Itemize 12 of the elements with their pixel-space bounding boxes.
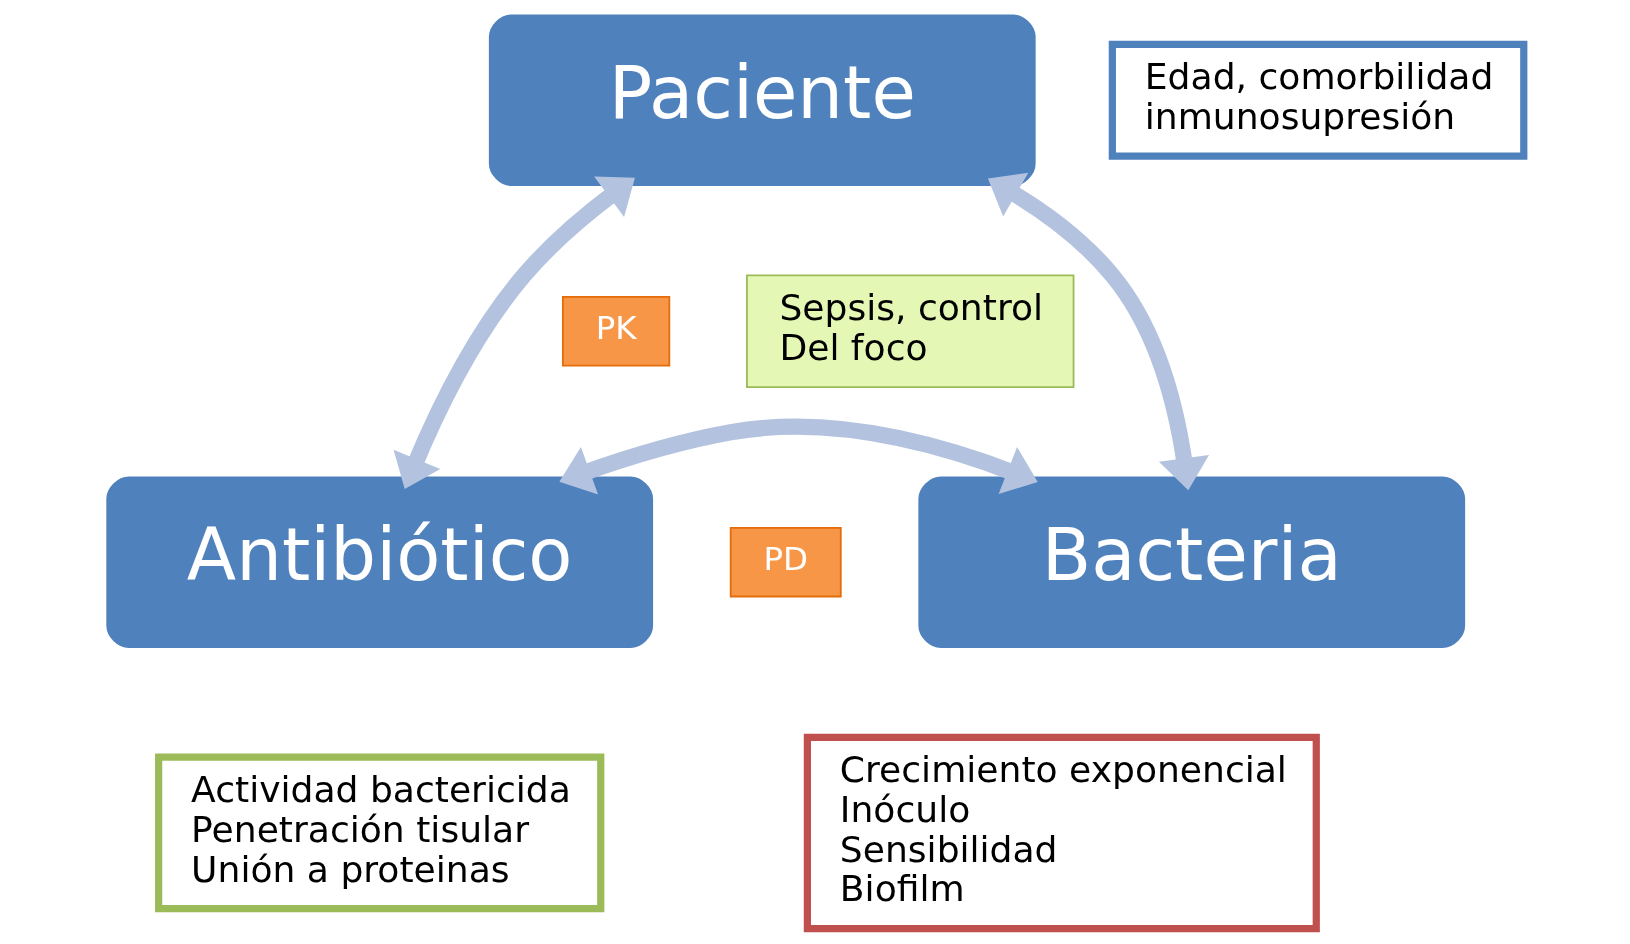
- node-box: Edad, comorbilidad inmunosupresión: [1108, 40, 1527, 160]
- node-box: Bacteria: [917, 476, 1465, 648]
- node-box: Antibiótico: [105, 476, 653, 648]
- arrow: [987, 172, 1209, 491]
- node-box: PD: [729, 527, 842, 598]
- node-box: Crecimiento exponencial Inóculo Sensibilidad Biofilm: [803, 733, 1320, 933]
- node-box: PK: [561, 296, 670, 367]
- node-box: Sepsis, control Del foco: [745, 274, 1074, 389]
- node-box: Paciente: [488, 14, 1036, 186]
- node-box: Actividad bactericida Penetración tisular Unión a proteinas: [154, 753, 604, 913]
- arrow: [558, 418, 1038, 495]
- arrow: [393, 176, 635, 489]
